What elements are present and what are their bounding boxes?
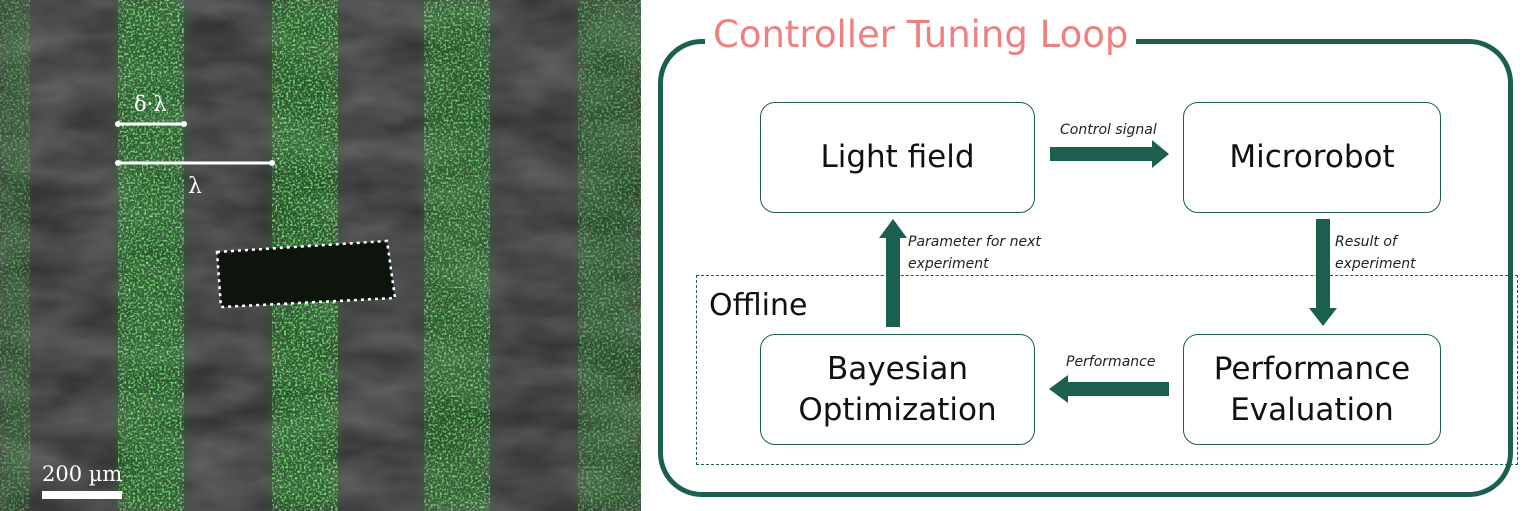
stripe-speckle-5 xyxy=(578,0,641,511)
scale-bar xyxy=(42,491,122,499)
delta-lambda-measure xyxy=(115,121,187,127)
stripe-speckle-1 xyxy=(0,0,30,511)
controller-tuning-diagram: Controller Tuning Loop Offline xyxy=(641,0,1532,511)
node-performance-evaluation: Performance Evaluation xyxy=(1183,334,1441,445)
arrow-result xyxy=(1309,219,1337,326)
micrograph-image xyxy=(0,0,641,511)
node-bayesian-label-line2: Optimization xyxy=(798,391,997,428)
arrow-control-signal xyxy=(1050,140,1169,168)
scale-bar-label: 200 µm xyxy=(42,462,123,486)
node-bayesian-optimization: Bayesian Optimization xyxy=(760,334,1035,445)
edge-label-result-line2: experiment xyxy=(1335,256,1416,272)
node-microrobot: Microrobot xyxy=(1183,102,1441,213)
node-bayesian-label-line1: Bayesian xyxy=(826,351,969,388)
arrow-performance xyxy=(1049,375,1169,403)
micrograph-panel: δ·λ λ 200 µm xyxy=(0,0,641,511)
offline-label: Offline xyxy=(709,288,808,323)
stripe-speckle-4 xyxy=(424,0,490,511)
node-light-field-label: Light field xyxy=(820,139,975,176)
node-performance-label-line2: Evaluation xyxy=(1230,391,1394,428)
light-stripes xyxy=(0,0,641,511)
edge-label-parameter: Parameter for next experiment xyxy=(908,231,1041,275)
offline-region xyxy=(696,275,1518,465)
lambda-label: λ xyxy=(188,174,202,199)
edge-label-parameter-line1: Parameter for next xyxy=(908,234,1041,250)
node-performance-label-line1: Performance xyxy=(1213,351,1411,388)
delta-lambda-label: δ·λ xyxy=(134,92,167,116)
node-microrobot-label: Microrobot xyxy=(1229,139,1395,176)
edge-label-result-line1: Result of xyxy=(1335,234,1397,250)
diagram-title: Controller Tuning Loop xyxy=(705,10,1137,60)
microrobot-outline xyxy=(215,239,397,309)
arrow-parameter xyxy=(879,219,907,327)
lambda-measure xyxy=(115,160,275,166)
node-light-field: Light field xyxy=(760,102,1035,213)
stripe-speckle-2 xyxy=(118,0,184,511)
edge-label-control-signal: Control signal xyxy=(1060,122,1157,138)
edge-label-result: Result of experiment xyxy=(1335,231,1416,275)
diagram-arrows xyxy=(879,140,1337,403)
edge-label-parameter-line2: experiment xyxy=(908,256,989,272)
edge-label-performance: Performance xyxy=(1066,354,1156,370)
